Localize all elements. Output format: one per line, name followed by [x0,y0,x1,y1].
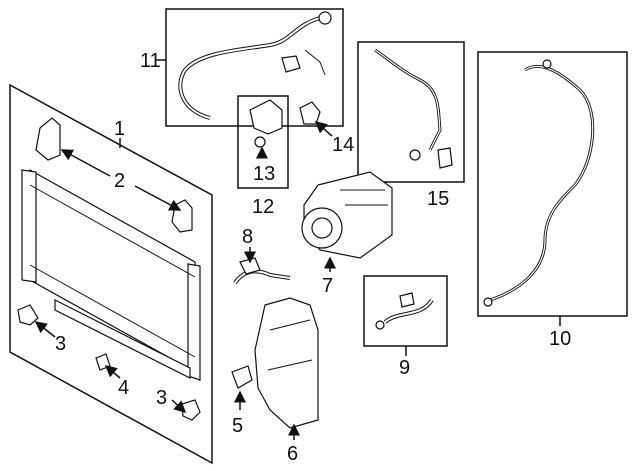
hose-9-group[interactable] [363,275,448,347]
hose-fitting [281,55,301,73]
callout-9: 9 [399,357,410,379]
discharge-hose-15-group[interactable] [357,41,465,183]
callout-7: 7 [322,275,333,297]
pipe-10-box [477,51,628,317]
hose-9-end [375,320,385,330]
hose-end-fitting [318,11,332,25]
pressure-switch-group[interactable] [237,95,289,189]
hose-15-end [409,149,421,161]
callout-10: 10 [549,328,571,350]
discharge-hose [374,48,442,151]
hose-15-box [357,41,465,183]
pressure-switch-box [237,95,289,189]
condenser-group[interactable] [9,83,213,465]
pipe-10-top-end [542,59,552,69]
hose-9-box [363,275,448,347]
callout-14: 14 [332,134,354,156]
condenser-group-panel [9,83,213,465]
pressure-switch [249,99,283,135]
upper-bracket-left [35,117,61,161]
liquid-hose-8[interactable] [233,257,291,285]
callout-12: 12 [252,196,274,218]
lower-bracket-left [17,304,39,326]
air-guide[interactable] [254,297,319,429]
valve-cap[interactable] [299,101,321,125]
seal-strip [54,299,191,379]
callout-11: 11 [140,50,161,72]
hose-9-fitting [399,292,415,308]
pipe-10 [489,64,595,302]
callout-2: 2 [114,170,125,192]
callout-13: 13 [253,163,275,185]
lower-bracket-right [181,399,201,421]
condenser [21,168,201,381]
callout-6: 6 [287,443,298,465]
pipe-10-end [483,297,493,307]
callout-3-right: 3 [156,387,167,409]
callout-5: 5 [232,415,243,437]
compressor[interactable] [301,171,393,259]
hose-15-fitting [437,147,453,169]
callout-3-left: 3 [55,333,66,355]
hose-bracket [304,49,326,76]
pipe-10-group[interactable] [477,51,628,317]
callout-15: 15 [427,188,449,210]
upper-bracket-right [171,199,193,233]
callout-1: 1 [114,118,125,140]
o-ring [254,136,266,148]
callout-4: 4 [118,377,129,399]
callout-8: 8 [242,226,253,248]
bracket-5[interactable] [231,365,253,389]
